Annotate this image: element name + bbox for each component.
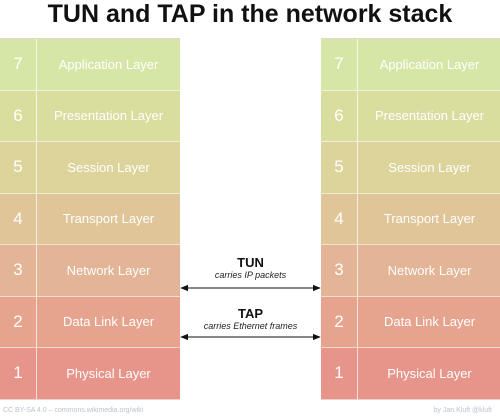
- layer-number: 4: [0, 193, 37, 244]
- layer-number: 7: [0, 39, 37, 90]
- layer-name: Application Layer: [379, 56, 480, 72]
- layer-number: 2: [0, 296, 37, 347]
- left-layer-3: 3 Network Layer: [0, 245, 180, 297]
- layer-name: Application Layer: [58, 56, 159, 72]
- layer-name: Physical Layer: [387, 365, 472, 381]
- layer-name: Network Layer: [387, 262, 472, 278]
- layer-number: 2: [321, 296, 358, 347]
- right-layer-5: 5 Session Layer: [321, 142, 500, 194]
- layer-number: 5: [0, 142, 37, 193]
- right-layer-2: 2 Data Link Layer: [321, 296, 500, 348]
- layer-number: 6: [321, 90, 358, 141]
- author-credit: by Jan Kluft @kluft: [433, 407, 492, 414]
- layer-number: 7: [321, 39, 358, 90]
- diagram-title: TUN and TAP in the network stack: [47, 0, 453, 28]
- layer-name: Network Layer: [66, 262, 151, 278]
- layer-name: Session Layer: [67, 159, 150, 175]
- layer-name: Physical Layer: [66, 365, 151, 381]
- layer-name: Data Link Layer: [383, 314, 476, 330]
- right-layer-4: 4 Transport Layer: [321, 193, 500, 245]
- layer-name: Data Link Layer: [62, 314, 155, 330]
- layer-number: 4: [321, 193, 358, 244]
- layer-name: Presentation Layer: [53, 108, 164, 124]
- right-osi-stack: 7 Application Layer 6 Presentation Layer…: [321, 38, 500, 400]
- layer-number: 3: [321, 245, 358, 296]
- right-layer-1: 1 Physical Layer: [321, 348, 500, 400]
- tap-description: carries Ethernet frames: [203, 321, 298, 331]
- tun-label: TUN: [237, 255, 264, 270]
- right-layer-7: 7 Application Layer: [321, 39, 500, 91]
- left-layer-7: 7 Application Layer: [0, 39, 180, 91]
- left-osi-stack: 7 Application Layer 6 Presentation Layer…: [0, 38, 180, 400]
- right-layer-6: 6 Presentation Layer: [321, 90, 500, 142]
- layer-number: 3: [0, 245, 37, 296]
- layer-name: Session Layer: [388, 159, 471, 175]
- left-layer-6: 6 Presentation Layer: [0, 90, 180, 142]
- layer-name: Presentation Layer: [374, 108, 485, 124]
- layer-name: Transport Layer: [383, 211, 476, 227]
- left-layer-5: 5 Session Layer: [0, 142, 180, 194]
- left-layer-2: 2 Data Link Layer: [0, 296, 180, 348]
- layer-number: 6: [0, 90, 37, 141]
- license-credit: CC BY-SA 4.0 – commons.wikimedia.org/wik…: [3, 407, 144, 414]
- left-layer-4: 4 Transport Layer: [0, 193, 180, 245]
- layer-number: 1: [321, 348, 358, 399]
- tun-description: carries IP packets: [214, 270, 287, 280]
- layer-number: 5: [321, 142, 358, 193]
- left-layer-1: 1 Physical Layer: [0, 348, 180, 400]
- layer-name: Transport Layer: [62, 211, 155, 227]
- tap-label: TAP: [237, 306, 264, 321]
- right-layer-3: 3 Network Layer: [321, 245, 500, 297]
- layer-number: 1: [0, 348, 37, 399]
